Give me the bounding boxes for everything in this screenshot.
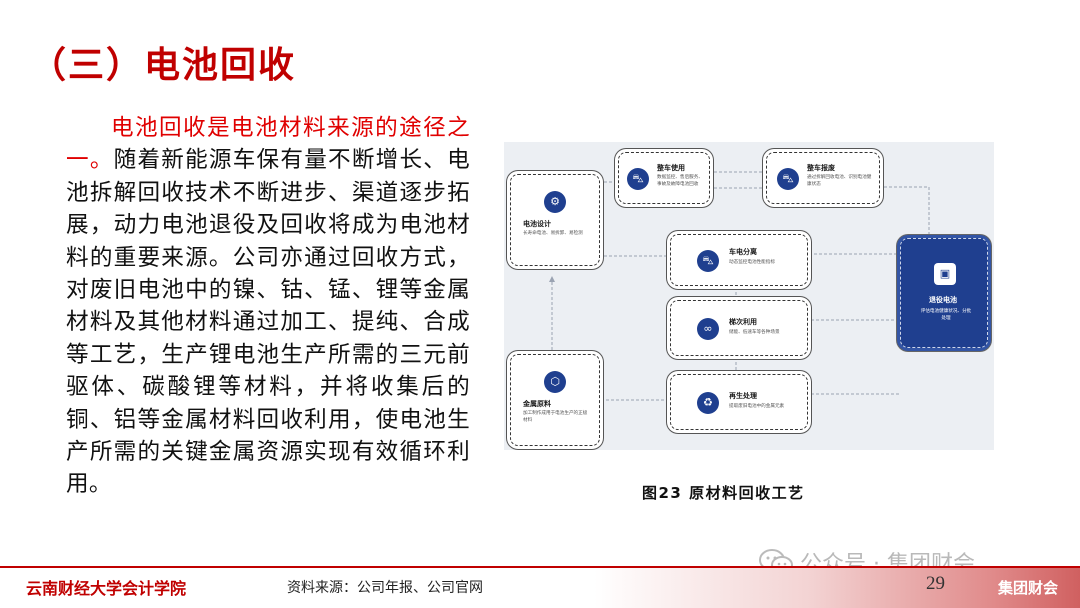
node-subtitle: 通过拆解回收电池、识别电池健康状态 [807,175,872,187]
node-title: 金属原料 [523,400,551,408]
car-battery-icon: ⛍ [697,250,719,272]
infinity-icon: ∞ [697,318,719,340]
arrow-head [762,169,768,175]
recycling-process-diagram: ⚙ 电池设计 长寿命电池、易拆卸、易检测 ⛍ 整车使用 数据监控、售后服务、事故… [504,142,994,450]
arrow-head [598,397,604,403]
recycle-icon: ♻ [697,392,719,414]
node-subtitle: 储能、低速车等各种场景 [729,330,780,335]
node-title: 电池设计 [523,220,551,228]
car-scrap-icon: ⛍ [777,168,799,190]
node-battery-separation: ⛍ 车电分离 动态监控电池性能指标 [670,234,808,286]
node-title: 再生处理 [729,392,757,400]
body-lead-sentence: 电池回收是电池材料来源的途径之一。 [66,115,470,174]
node-battery-design: ⚙ 电池设计 长寿命电池、易拆卸、易检测 [510,174,600,266]
node-regeneration: ♻ 再生处理 提取废旧电池中的金属元素 [670,374,808,430]
footer-divider [0,566,1080,568]
node-cascade-use: ∞ 梯次利用 储能、低速车等各种场景 [670,300,808,356]
node-title: 退役电池 [929,296,957,304]
footer-source: 资料来源：公司年报、公司官网 [287,580,483,596]
footer-brand: 集团财会 [998,579,1059,597]
node-metal-material: ⬡ 金属原料 加工制作成用于电池生产的正极材料 [510,354,600,446]
body-paragraph: 电池回收是电池材料来源的途径之一。随着新能源车保有量不断增长、电池拆解回收技术不… [66,112,470,501]
car-icon: ⛍ [627,168,649,190]
footer-bar: 云南财经大学会计学院 资料来源：公司年报、公司官网 29 集团财会 [0,568,1080,608]
node-title: 整车报废 [807,164,835,172]
node-title: 梯次利用 [729,318,757,326]
node-subtitle: 加工制作成用于电池生产的正极材料 [523,411,588,423]
body-rest-text: 随着新能源车保有量不断增长、电池拆解回收技术不断进步、渠道逐步拓展，动力电池退役… [66,147,470,498]
node-vehicle-scrap: ⛍ 整车报废 通过拆解回收电池、识别电池健康状态 [766,152,880,204]
node-title: 车电分离 [729,248,757,256]
figure-caption: 图23 原材料回收工艺 [642,484,805,502]
node-subtitle: 提取废旧电池中的金属元素 [729,404,785,409]
node-retired-battery: ▣ 退役电池 评估电池健康状况、分批处理 [900,238,988,348]
node-subtitle: 评估电池健康状况、分批处理 [920,309,972,321]
page-number: 29 [926,573,945,594]
page-title: （三）电池回收 [30,45,297,86]
battery-icon: ▣ [934,263,956,285]
footer-school-name: 云南财经大学会计学院 [26,579,187,598]
node-title: 整车使用 [657,164,685,172]
battery-design-icon: ⚙ [544,191,566,213]
node-vehicle-use: ⛍ 整车使用 数据监控、售后服务、事故及故障电池回收 [618,152,710,204]
node-subtitle: 数据监控、售后服务、事故及故障电池回收 [657,175,703,187]
node-subtitle: 长寿命电池、易拆卸、易检测 [523,231,583,236]
arrow-head [549,276,555,282]
node-subtitle: 动态监控电池性能指标 [729,260,775,265]
hexagon-icon: ⬡ [544,371,566,393]
